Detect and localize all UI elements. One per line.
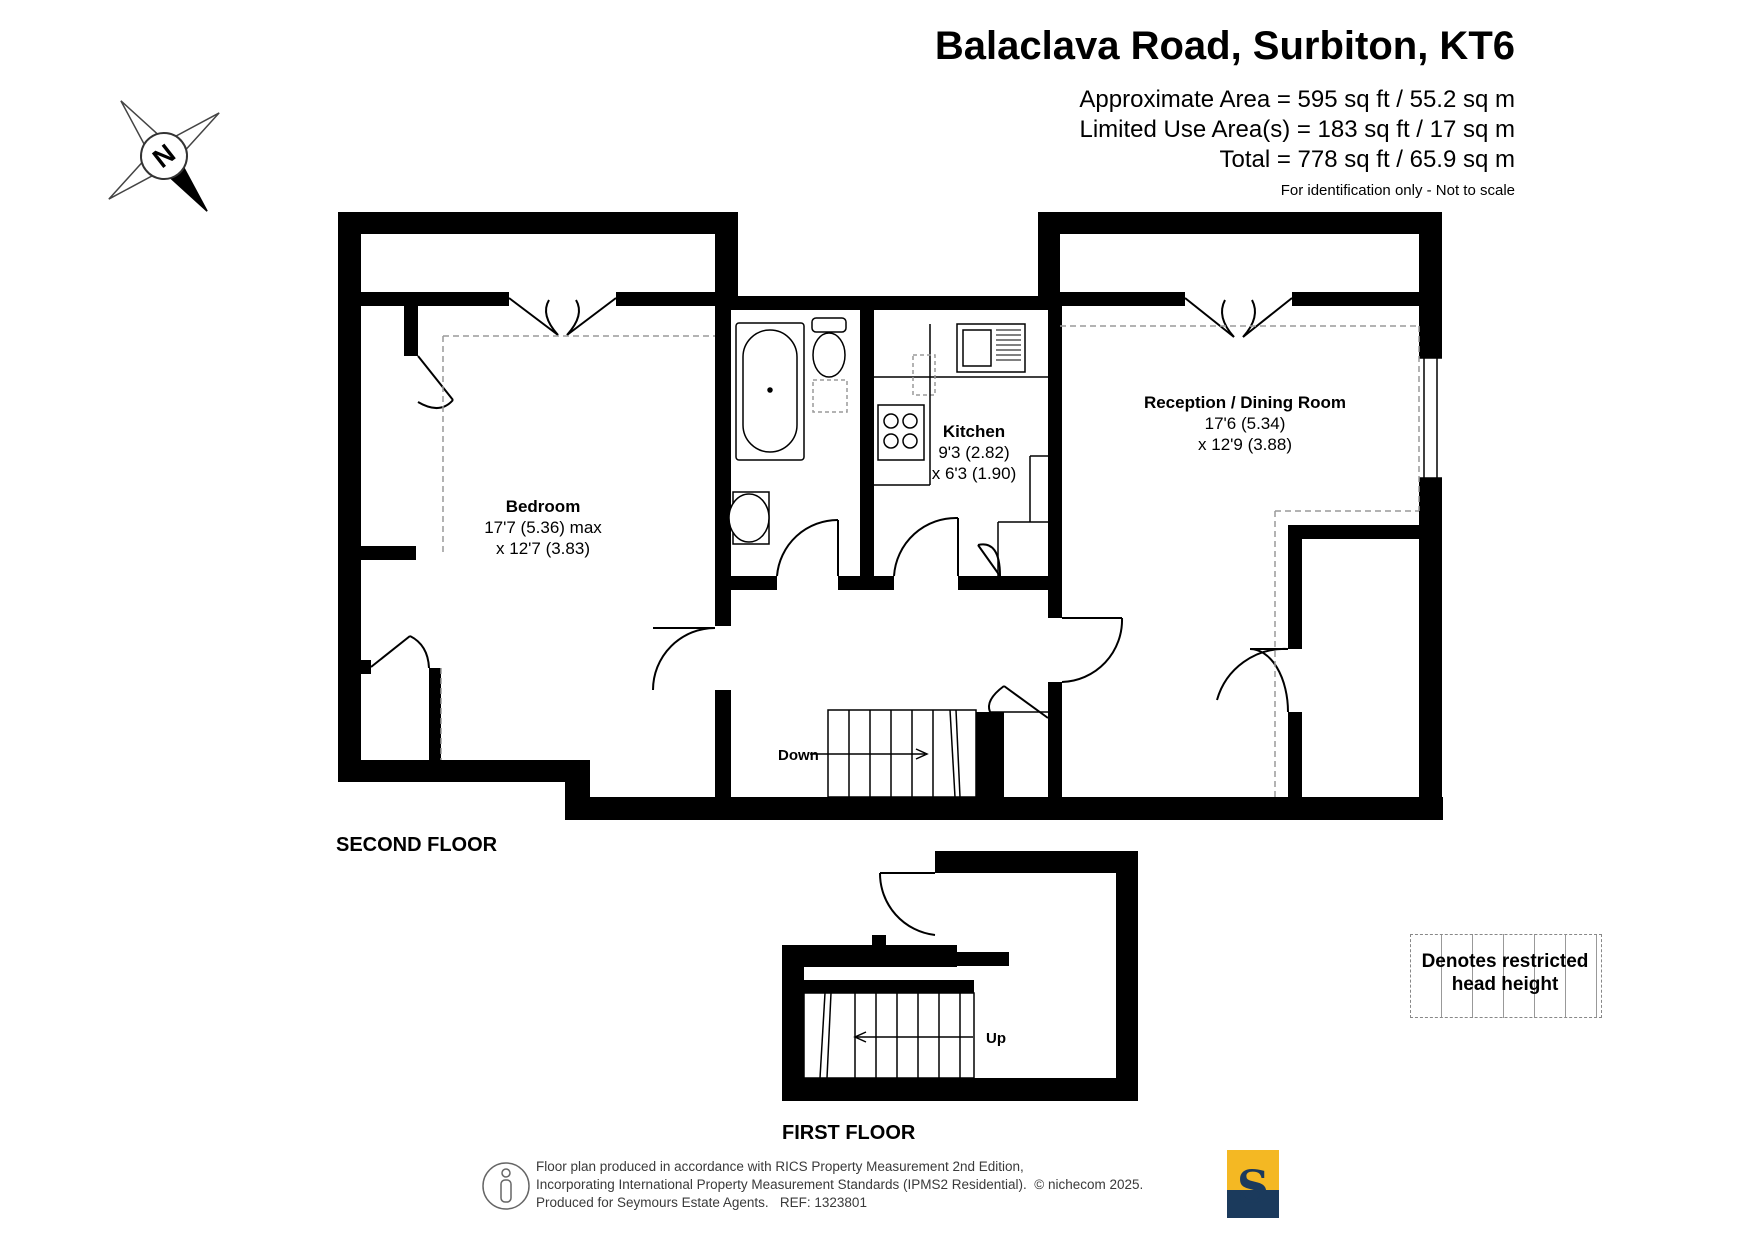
footer-line3: Produced for Seymours Estate Agents. — [536, 1195, 769, 1210]
total-area: Total = 778 sq ft / 65.9 sq m — [1219, 146, 1516, 173]
kitchen-dim2: x 6'3 (1.90) — [932, 464, 1017, 483]
bedroom-dim1: 17'7 (5.36) max — [484, 518, 602, 537]
disclaimer: For identification only - Not to scale — [1280, 182, 1515, 199]
footer-note: Floor plan produced in accordance with R… — [536, 1158, 1143, 1212]
stairs-second-floor — [810, 709, 1048, 798]
property-title: Balaclava Road, Surbiton, KT6 — [934, 24, 1515, 68]
restricted-height-legend: Denotes restricted head height — [1400, 950, 1610, 996]
bedroom-name: Bedroom — [506, 497, 581, 516]
first-floor-door — [878, 872, 936, 936]
footer-line2: Incorporating International Property Mea… — [536, 1177, 1027, 1192]
limited-use-area: Limited Use Area(s) = 183 sq ft / 17 sq … — [1079, 116, 1515, 143]
first-floor-walls — [782, 851, 1138, 1101]
footer-copyright: © nichecom 2025. — [1034, 1177, 1144, 1192]
compass-icon: N — [108, 100, 220, 212]
stairs-up-label: Up — [986, 1030, 1006, 1047]
reception-dim1: 17'6 (5.34) — [1205, 414, 1286, 433]
kitchen-name: Kitchen — [943, 422, 1005, 441]
kitchen-dim1: 9'3 (2.82) — [938, 443, 1009, 462]
door-swings — [370, 297, 1293, 719]
reception-dim2: x 12'9 (3.88) — [1198, 435, 1292, 454]
stairs-down-label: Down — [778, 747, 819, 764]
second-floor-label: SECOND FLOOR — [336, 834, 498, 856]
restricted-height-legend-box — [1410, 934, 1602, 1018]
footer-ref: REF: 1323801 — [779, 1195, 867, 1210]
approximate-area: Approximate Area = 595 sq ft / 55.2 sq m — [1079, 86, 1515, 113]
bedroom-dim2: x 12'7 (3.83) — [496, 539, 590, 558]
footer-line1: Floor plan produced in accordance with R… — [536, 1159, 1024, 1174]
legend-line1: Denotes restricted — [1421, 951, 1589, 972]
person-icon — [482, 1162, 530, 1210]
kitchen-fixtures — [874, 323, 1048, 576]
legend-line2: head height — [1451, 974, 1559, 995]
reception-name: Reception / Dining Room — [1144, 393, 1346, 412]
logo-letter: S — [1237, 1162, 1269, 1213]
bathroom-fixtures — [728, 317, 848, 545]
stairs-first-floor — [803, 992, 975, 1079]
first-floor-label: FIRST FLOOR — [782, 1122, 916, 1144]
seymours-logo: S — [1227, 1150, 1279, 1218]
